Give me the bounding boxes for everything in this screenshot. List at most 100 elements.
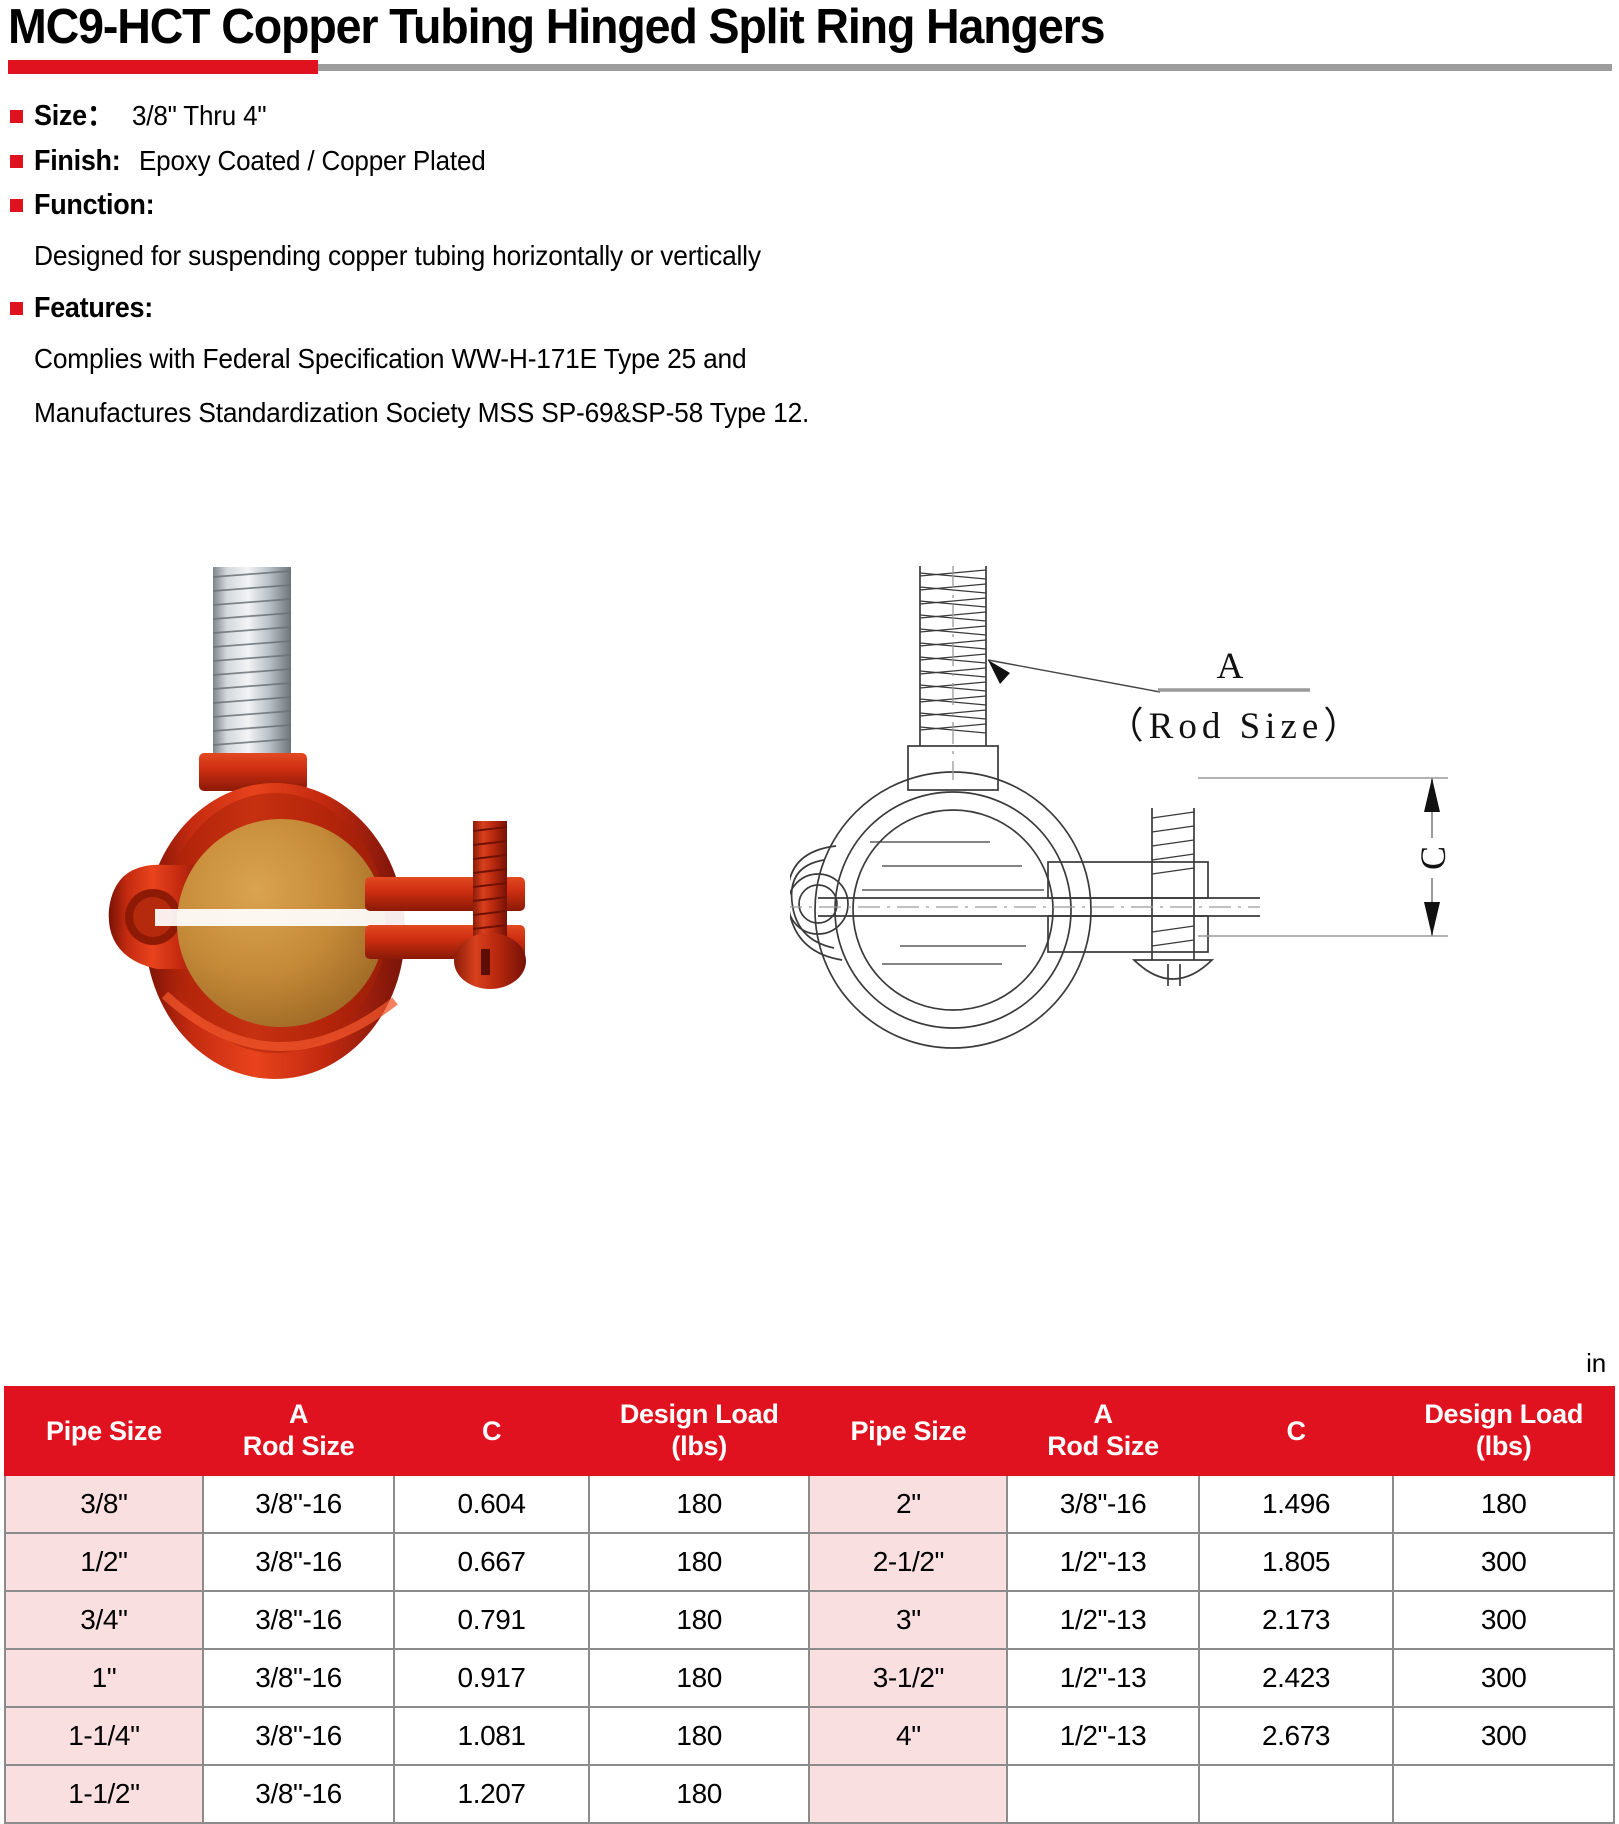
- column-header-a-rod-size-left: A Rod Size: [201, 1386, 396, 1476]
- dimension-annotation-c: [1198, 777, 1450, 937]
- table-header-row: Pipe Size A Rod Size C Design Load (lbs)…: [4, 1386, 1615, 1476]
- table-cell-pipe-size: 3/4": [4, 1590, 204, 1650]
- drawing-center-line: [790, 566, 1260, 908]
- table-cell: [1197, 1764, 1395, 1824]
- hanger-collar-graphic: [199, 753, 307, 791]
- dimension-table: Pipe Size A Rod Size C Design Load (lbs)…: [4, 1386, 1615, 1824]
- dimension-label-rod-size: （Rod Size）: [1107, 706, 1366, 747]
- drawing-clamp-body: [790, 771, 1260, 1049]
- table-cell: 300: [1392, 1532, 1615, 1592]
- table-cell-pipe-size: 4": [808, 1706, 1009, 1766]
- column-header-a-rod-size-right: A Rod Size: [1006, 1386, 1200, 1476]
- table-cell: [1006, 1764, 1200, 1824]
- table-cell: 1.805: [1197, 1532, 1395, 1592]
- spec-value-size: 3/8" Thru 4": [131, 100, 267, 131]
- table-cell: 1/2"-13: [1006, 1706, 1200, 1766]
- table-cell: 180: [1392, 1474, 1615, 1534]
- column-header-design-load-left: Design Load (lbs): [587, 1386, 811, 1476]
- spec-body-features-line2: Manufactures Standardization Society MSS…: [34, 396, 810, 428]
- table-cell: 300: [1392, 1590, 1615, 1650]
- table-cell: 3/8"-16: [201, 1648, 396, 1708]
- table-cell: 3/8"-16: [201, 1706, 396, 1766]
- table-cell: 3/8"-16: [201, 1764, 396, 1824]
- table-cell: 3/8"-16: [201, 1590, 396, 1650]
- table-cell: [1392, 1764, 1615, 1824]
- square-bullet-icon: [10, 302, 23, 316]
- table-cell-pipe-size: 2-1/2": [808, 1532, 1009, 1592]
- table-cell: 0.791: [393, 1590, 590, 1650]
- column-header-c-left: C: [393, 1386, 590, 1476]
- table-cell-pipe-size: 2": [808, 1474, 1009, 1534]
- table-cell-pipe-size: 3-1/2": [808, 1648, 1009, 1708]
- table-cell: 180: [587, 1764, 811, 1824]
- table-cell-pipe-size: 1": [4, 1648, 204, 1708]
- dimension-label-c: C: [1413, 846, 1453, 870]
- table-cell: 0.667: [393, 1532, 590, 1592]
- drawing-clamp-screw: [1131, 808, 1215, 986]
- table-cell: 3/8"-16: [1006, 1474, 1200, 1534]
- spec-label-features: Features:: [34, 292, 153, 325]
- table-cell: 300: [1392, 1648, 1615, 1708]
- table-cell: 0.917: [393, 1648, 590, 1708]
- table-cell-pipe-size: 1/2": [4, 1532, 204, 1592]
- page-title: MC9-HCT Copper Tubing Hinged Split Ring …: [8, 0, 1105, 54]
- spec-label-finish: Finish:: [34, 145, 121, 177]
- threaded-rod-graphic: [212, 567, 292, 757]
- table-cell: 2.173: [1197, 1590, 1395, 1650]
- spec-item-features: Features:: [10, 292, 1110, 325]
- table-cell: 1/2"-13: [1006, 1648, 1200, 1708]
- table-header: Pipe Size A Rod Size C Design Load (lbs)…: [4, 1386, 1615, 1476]
- square-bullet-icon: [10, 110, 23, 123]
- column-header-pipe-size-right: Pipe Size: [808, 1386, 1009, 1476]
- title-rule: [8, 60, 1612, 74]
- spec-value-finish: Epoxy Coated / Copper Plated: [138, 145, 486, 176]
- dimension-label-a: A: [1217, 646, 1244, 687]
- clamp-screw-graphic: [454, 821, 526, 989]
- table-cell-pipe-size: [808, 1764, 1009, 1824]
- spec-item-function: Function:: [10, 189, 1110, 222]
- product-figures: A （Rod Size） C: [0, 520, 1619, 1140]
- specification-list: Size： 3/8" Thru 4" Finish: Epoxy Coated …: [10, 92, 1110, 449]
- column-header-design-load-right: Design Load (lbs): [1392, 1386, 1615, 1476]
- product-photo-render: [108, 567, 526, 1079]
- hanger-body-graphic: [108, 783, 525, 1079]
- square-bullet-icon: [10, 199, 23, 212]
- title-rule-grey: [8, 64, 1612, 71]
- technical-drawing: A （Rod Size） C: [790, 566, 1453, 1049]
- column-header-c-right: C: [1197, 1386, 1395, 1476]
- dimension-annotation-a: [987, 659, 1310, 693]
- column-header-pipe-size-left: Pipe Size: [4, 1386, 204, 1476]
- table-cell-pipe-size: 1-1/4": [4, 1706, 204, 1766]
- table-cell-pipe-size: 3": [808, 1590, 1009, 1650]
- table-cell: 3/8"-16: [201, 1532, 396, 1592]
- drawing-threaded-rod: [919, 566, 987, 746]
- table-cell: 2.673: [1197, 1706, 1395, 1766]
- title-rule-red: [8, 60, 318, 74]
- table-cell: 1.207: [393, 1764, 590, 1824]
- table-cell-pipe-size: 3/8": [4, 1474, 204, 1534]
- table-cell: 1/2"-13: [1006, 1532, 1200, 1592]
- drawing-collar: [907, 745, 999, 791]
- table-cell: 300: [1392, 1706, 1615, 1766]
- table-cell: 1.496: [1197, 1474, 1395, 1534]
- table-cell: 2.423: [1197, 1648, 1395, 1708]
- table-cell: 1.081: [393, 1706, 590, 1766]
- spec-label-function: Function:: [34, 189, 155, 221]
- table-cell: 180: [587, 1706, 811, 1766]
- table-cell: 180: [587, 1648, 811, 1708]
- spec-item-finish: Finish: Epoxy Coated / Copper Plated: [10, 145, 1110, 178]
- table-cell: 0.604: [393, 1474, 590, 1534]
- table-cell: 180: [587, 1532, 811, 1592]
- spec-body-features-line1: Complies with Federal Specification WW-H…: [34, 343, 747, 375]
- square-bullet-icon: [10, 155, 23, 168]
- spec-item-size: Size： 3/8" Thru 4": [10, 92, 1110, 134]
- table-cell: 180: [587, 1590, 811, 1650]
- spec-body-function: Designed for suspending copper tubing ho…: [34, 240, 761, 271]
